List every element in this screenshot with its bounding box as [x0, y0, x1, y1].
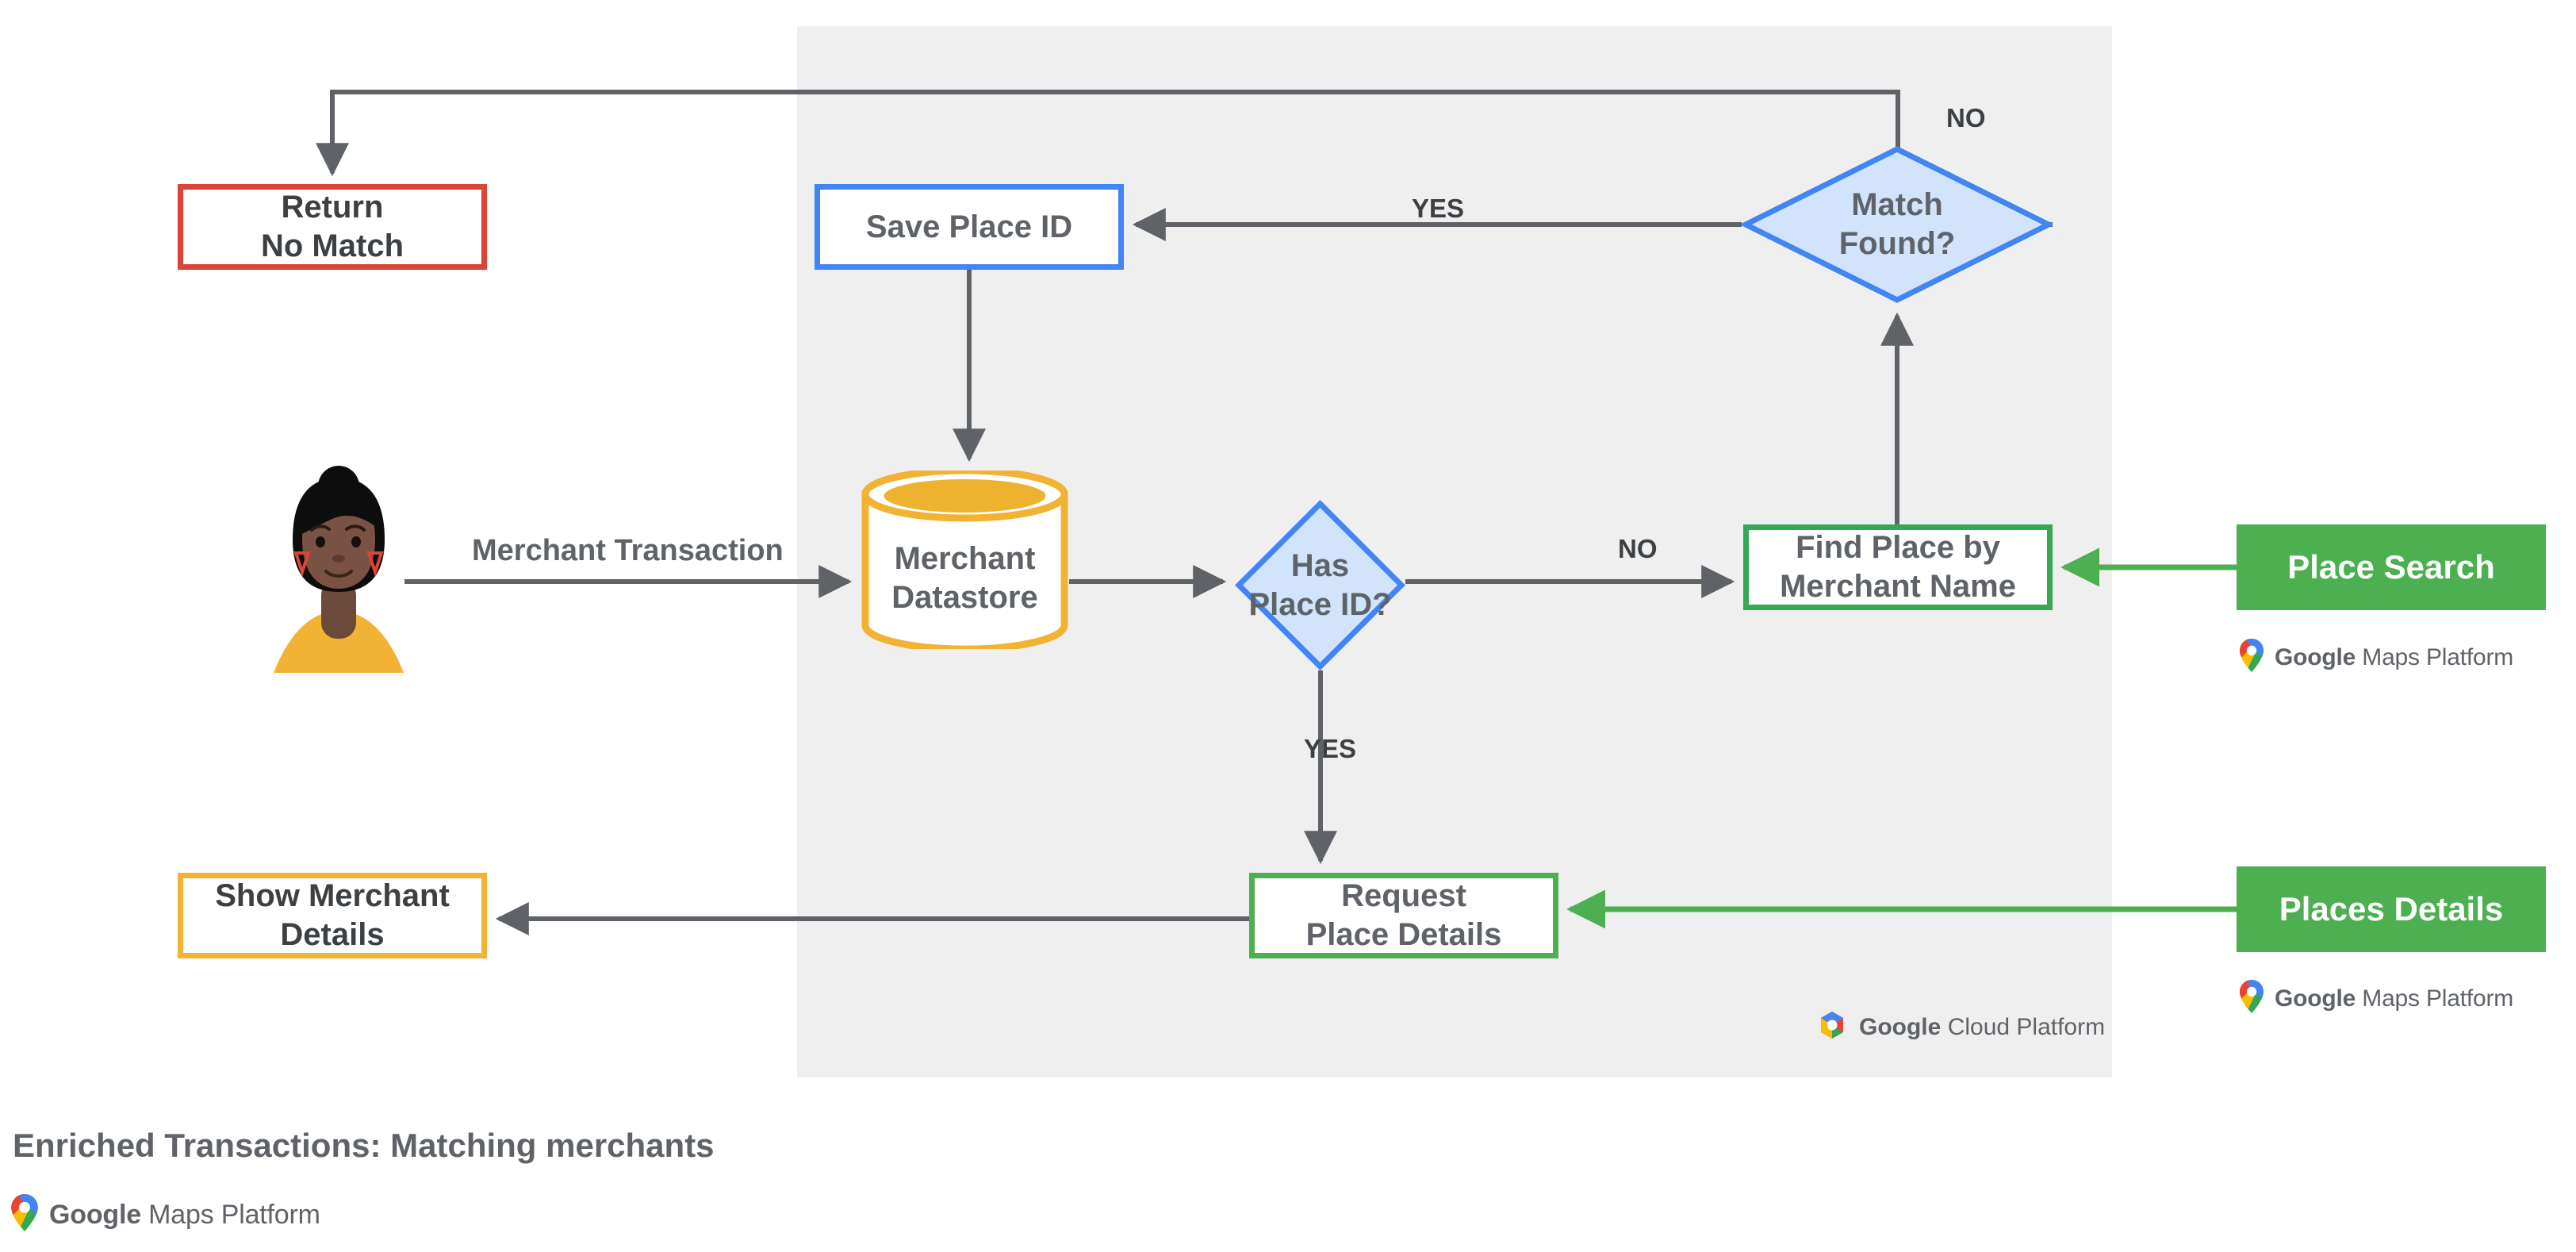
merchant-avatar	[267, 460, 410, 674]
node-label-line-1: Return	[281, 190, 384, 225]
node-has-place-id-label: Has Place ID?	[1235, 500, 1405, 670]
node-label-line-2: Found?	[1838, 226, 1956, 261]
edge-label-merchant-transaction: Merchant Transaction	[472, 534, 784, 567]
node-label-line-1: Merchant	[894, 541, 1036, 577]
node-place-search-api[interactable]: Place Search	[2237, 524, 2546, 610]
node-label-line-2: Details	[280, 917, 385, 952]
edge-label-match-found-yes: YES	[1412, 194, 1465, 223]
diamond-shape	[1235, 500, 1405, 670]
cloud-hexagon-icon	[1816, 1009, 1848, 1045]
node-label-line-2: Merchant Name	[1780, 569, 2016, 604]
node-label-line-1: Has	[1290, 547, 1350, 583]
node-label-line-1: Show Merchant	[215, 878, 450, 914]
node-label-line-1: Find Place by	[1796, 530, 2000, 566]
logo-brand: Google	[49, 1199, 141, 1230]
google-cloud-platform-logo: Google Cloud Platform	[1816, 1009, 2105, 1045]
node-find-place-by-merchant-name[interactable]: Find Place by Merchant Name	[1743, 524, 2053, 610]
node-merchant-datastore-label: Merchant Datastore	[861, 515, 1069, 642]
node-match-found-decision[interactable]: Match Found?	[1742, 145, 2053, 304]
node-match-found-label: Match Found?	[1742, 145, 2053, 304]
node-label-line-2: Datastore	[891, 580, 1038, 615]
edge-label-has-place-id-no: NO	[1618, 534, 1658, 563]
node-label-line-2: Place Details	[1305, 917, 1502, 952]
cylinder-shape	[861, 470, 1068, 649]
node-save-place-id-label: Save Place ID	[865, 209, 1073, 244]
edge-label-has-place-id-yes: YES	[1304, 734, 1357, 763]
node-merchant-datastore[interactable]: Merchant Datastore	[861, 470, 1069, 649]
logo-product: Cloud Platform	[1947, 1013, 2106, 1040]
diagram-title: Enriched Transactions: Matching merchant…	[13, 1127, 715, 1164]
maps-platform-logo-text: Google Maps Platform	[49, 1200, 320, 1231]
node-has-place-id-decision[interactable]: Has Place ID?	[1235, 500, 1405, 670]
node-save-place-id[interactable]: Save Place ID	[815, 184, 1124, 270]
maps-platform-logo-text: Google Maps Platform	[2275, 985, 2513, 1012]
node-places-details-label: Places Details	[2279, 890, 2504, 928]
node-label-line-1: Match	[1851, 187, 1943, 223]
node-places-details-api[interactable]: Places Details	[2237, 866, 2546, 952]
maps-pin-icon	[11, 1194, 38, 1235]
node-request-place-details[interactable]: Request Place Details	[1249, 873, 1558, 958]
cloud-platform-logo-text: Google Cloud Platform	[1859, 1014, 2105, 1041]
logo-product: Maps Platform	[148, 1199, 320, 1230]
node-find-place-label: Find Place by Merchant Name	[1780, 528, 2016, 606]
node-label-line-2: No Match	[261, 229, 404, 263]
node-request-place-details-label: Request Place Details	[1306, 877, 1502, 954]
node-label-line-2: Place ID?	[1248, 586, 1392, 622]
logo-product: Maps Platform	[2362, 643, 2514, 670]
node-place-search-label: Place Search	[2287, 548, 2495, 586]
node-label-line-1: Request	[1341, 878, 1466, 914]
logo-brand: Google	[1859, 1013, 1942, 1040]
node-show-merchant-details[interactable]: Show Merchant Details	[178, 873, 487, 958]
google-maps-platform-logo: Google Maps Platform	[11, 1194, 320, 1235]
node-return-no-match-label: Return No Match	[261, 188, 404, 266]
node-return-no-match[interactable]: Return No Match	[178, 184, 487, 270]
edge-label-match-found-no: NO	[1946, 103, 1986, 132]
google-maps-platform-logo: Google Maps Platform	[2240, 980, 2513, 1017]
maps-pin-icon	[2240, 639, 2264, 676]
diamond-shape	[1742, 146, 2053, 303]
avatar-illustration	[274, 466, 404, 673]
logo-brand: Google	[2275, 985, 2356, 1012]
node-show-merchant-details-label: Show Merchant Details	[215, 877, 450, 954]
google-maps-platform-logo: Google Maps Platform	[2240, 639, 2513, 676]
maps-platform-logo-text: Google Maps Platform	[2275, 644, 2513, 671]
maps-pin-icon	[2240, 980, 2264, 1017]
logo-product: Maps Platform	[2362, 985, 2514, 1012]
logo-brand: Google	[2275, 643, 2356, 670]
